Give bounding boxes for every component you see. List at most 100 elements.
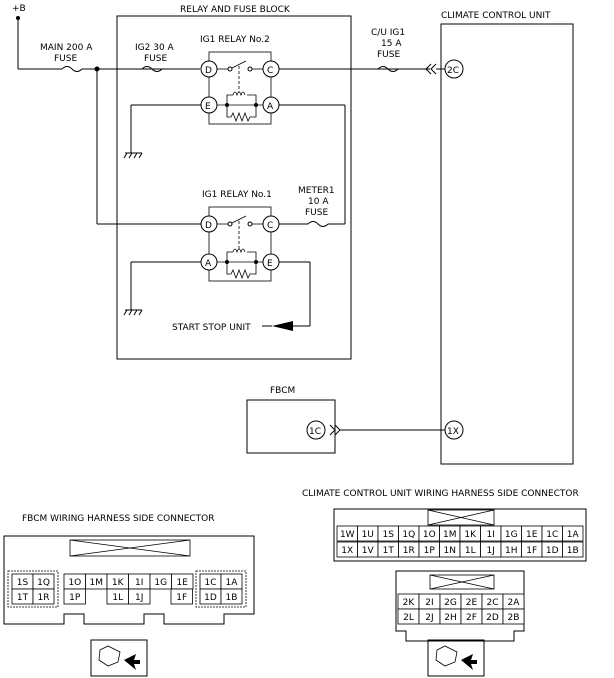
pin-label: 2B (508, 613, 520, 623)
pin-label: 1E (177, 578, 189, 588)
cu-connector-title: CLIMATE CONTROL UNIT WIRING HARNESS SIDE… (302, 489, 579, 499)
meter-fuse-label-3: FUSE (305, 208, 328, 218)
fbcm-title: FBCM (270, 386, 295, 396)
start-stop-unit-label: START STOP UNIT (172, 323, 251, 333)
pin-label: 2E (466, 598, 478, 608)
pin-label: 1L (112, 593, 123, 603)
fbcm-pin-1c: 1C (309, 427, 321, 437)
pin-label: 1O (68, 578, 81, 588)
pin-label: 2C (486, 598, 498, 608)
pin-label: 1M (90, 578, 104, 588)
pin-label: 1O (423, 530, 436, 540)
pin-label: 1D (204, 593, 217, 603)
connector-cell (562, 541, 584, 558)
pin-label: 1T (17, 593, 29, 603)
pin-label: 1C (546, 530, 558, 540)
ground-symbol (123, 152, 143, 159)
connector-cell (220, 588, 243, 605)
pin-label: 1S (17, 578, 29, 588)
relay-fuse-block (116, 15, 352, 360)
pin-label: 1P (69, 593, 81, 603)
pin-label: 2H (444, 613, 457, 623)
pin-label: 1R (38, 593, 50, 603)
cu-connector-1 (333, 508, 587, 562)
ig2-fuse-label-2: FUSE (144, 54, 167, 64)
ig1-relay-1: IG1 RELAY No.1 D C A E (200, 190, 280, 282)
pin-label: 1U (362, 530, 374, 540)
pin-label: 1G (154, 578, 167, 588)
relay2-title: IG1 RELAY No.2 (200, 35, 270, 45)
pin-label: 2J (425, 613, 433, 623)
meter1-fuse: METER1 10 A FUSE (279, 186, 345, 227)
meter-fuse-label-1: METER1 (298, 186, 335, 196)
arrow-icon (272, 321, 293, 331)
pin-label: 2D (486, 613, 499, 623)
pin-label: 2F (466, 613, 477, 623)
pin-label: 1M (443, 530, 457, 540)
relay1-pin-d: D (205, 221, 212, 231)
connector-cell (128, 588, 151, 605)
pin-label: 1J (135, 593, 143, 603)
pin-label: 1P (424, 546, 436, 556)
relay1-pin-a: A (205, 259, 212, 269)
cu-ig1-fuse: C/U IG1 15 A FUSE (371, 28, 405, 72)
pin-label: 1F (526, 546, 537, 556)
climate-unit-title: CLIMATE CONTROL UNIT (441, 11, 551, 21)
pin-label: 1X (341, 546, 353, 556)
pin-label: 1I (487, 530, 495, 540)
pin-label: 1J (487, 546, 495, 556)
connector-view-icon-2 (427, 639, 485, 677)
pin-label: 1R (403, 546, 415, 556)
pin-label: 2A (508, 598, 521, 608)
cu-pin-2c: 2C (447, 66, 459, 76)
pin-label: 1E (526, 530, 538, 540)
pin-label: 2K (403, 598, 416, 608)
connector-cell (502, 608, 525, 625)
main-fuse-label-1: MAIN 200 A (40, 43, 93, 53)
pin-label: 1K (112, 578, 125, 588)
fbcm-connector-title: FBCM WIRING HARNESS SIDE CONNECTOR (22, 514, 215, 524)
cu-fuse-label-2: 15 A (381, 39, 402, 49)
ground-symbol-2 (123, 309, 143, 316)
main-fuse-label-2: FUSE (54, 54, 77, 64)
connector-cell (562, 525, 584, 542)
battery-supply: +B (12, 4, 62, 70)
pin-label: 1W (340, 530, 355, 540)
ig2-fuse-label-1: IG2 30 A (135, 43, 175, 53)
pin-label: 1T (383, 546, 395, 556)
cu-connector-2 (395, 570, 525, 642)
pin-label: 1Q (402, 530, 415, 540)
relay1-pin-c: C (267, 221, 273, 231)
relay2-pin-d: D (205, 66, 212, 76)
pin-label: 1A (226, 578, 239, 588)
relay-block-title: RELAY AND FUSE BLOCK (180, 5, 291, 15)
meter-fuse-label-2: 10 A (308, 197, 329, 207)
pin-label: 1F (176, 593, 187, 603)
relay1-pin-e: E (267, 259, 273, 269)
pin-label: 1I (135, 578, 143, 588)
pin-label: 1B (226, 593, 238, 603)
pin-label: 1L (465, 546, 476, 556)
pin-label: 1N (444, 546, 456, 556)
relay2-pin-c: C (267, 66, 273, 76)
pin-label: 1A (567, 530, 580, 540)
relay1-title: IG1 RELAY No.1 (202, 190, 272, 200)
pin-label: 2I (425, 598, 433, 608)
pin-label: 2G (444, 598, 457, 608)
connector-view-icon (90, 639, 148, 677)
pin-label: 1K (464, 530, 477, 540)
ig1-relay-2: IG1 RELAY No.2 D C E A (200, 35, 280, 125)
fbcm-connector (3, 535, 255, 625)
pin-label: 1C (204, 578, 216, 588)
pin-label: 1B (567, 546, 579, 556)
pin-label: 1S (383, 530, 395, 540)
climate-control-unit: CLIMATE CONTROL UNIT 2C 1X (440, 11, 574, 465)
connector-cell (170, 588, 193, 605)
relay2-pin-e: E (205, 102, 211, 112)
pin-label: 1G (505, 530, 518, 540)
fbcm-unit: FBCM 1C (246, 386, 336, 454)
pin-label: 1Q (37, 578, 50, 588)
pin-label: 1H (505, 546, 518, 556)
connector-cell (32, 588, 55, 605)
